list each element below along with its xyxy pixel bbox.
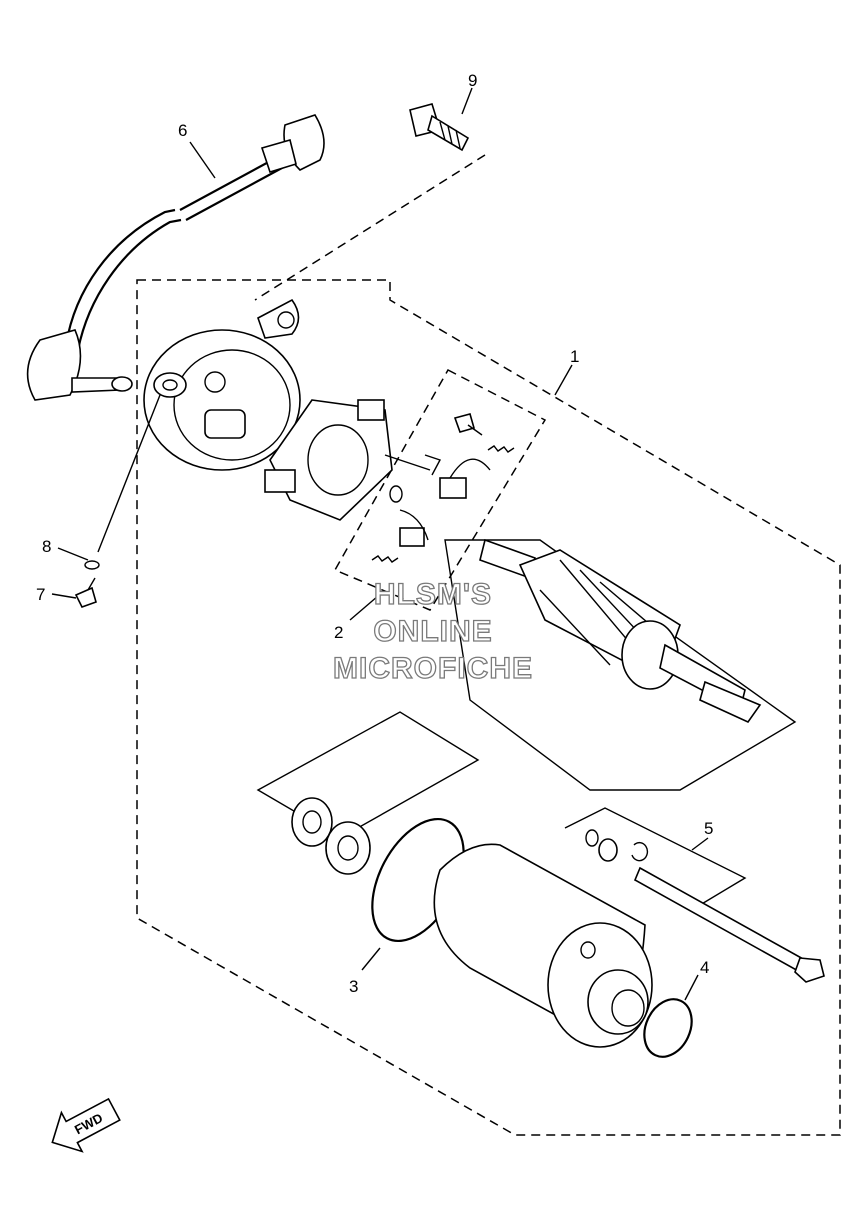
motor-yoke xyxy=(433,843,653,1048)
watermark-line-1: HLSM'S xyxy=(374,578,492,611)
leader-8b xyxy=(97,394,161,553)
leader-7 xyxy=(51,593,77,599)
small-parts-bracket xyxy=(564,807,747,906)
long-bolt-set xyxy=(585,829,825,983)
bolt-leader-line xyxy=(254,154,486,301)
small-o-ring xyxy=(643,998,693,1058)
callout-8: 8 xyxy=(42,537,51,556)
rear-cover xyxy=(143,298,301,471)
brush-plate xyxy=(264,399,431,521)
leader-4 xyxy=(684,974,699,1001)
callout-2: 2 xyxy=(334,623,343,642)
watermark-line-2: ONLINE xyxy=(373,615,492,648)
assembly-outline xyxy=(136,279,841,1136)
leader-1 xyxy=(554,364,573,396)
callout-1: 1 xyxy=(570,347,579,366)
leader-9 xyxy=(461,87,473,115)
watermark-line-3: MICROFICHE xyxy=(333,652,533,685)
washers xyxy=(291,797,371,875)
armature-frame xyxy=(444,539,797,791)
callout-6: 6 xyxy=(178,121,187,140)
leader-5 xyxy=(691,837,709,851)
brush-components xyxy=(371,413,515,563)
leader-6 xyxy=(189,141,216,179)
leader-3 xyxy=(361,947,381,971)
callout-7: 7 xyxy=(36,585,45,604)
brush-holder-outline xyxy=(333,369,547,611)
callout-5: 5 xyxy=(704,819,713,838)
callout-3: 3 xyxy=(349,977,358,996)
callout-4: 4 xyxy=(700,958,709,977)
leader-2 xyxy=(349,595,379,621)
armature xyxy=(479,538,762,724)
through-bolt-small xyxy=(409,103,470,152)
callout-9: 9 xyxy=(468,71,477,90)
starter-lead-wire xyxy=(26,114,325,401)
leader-8 xyxy=(57,547,89,561)
fwd-arrow-icon: FWD xyxy=(51,1097,121,1153)
watermark: HLSM'S ONLINE MICROFICHE xyxy=(332,577,533,685)
screw-and-washer xyxy=(74,560,100,608)
